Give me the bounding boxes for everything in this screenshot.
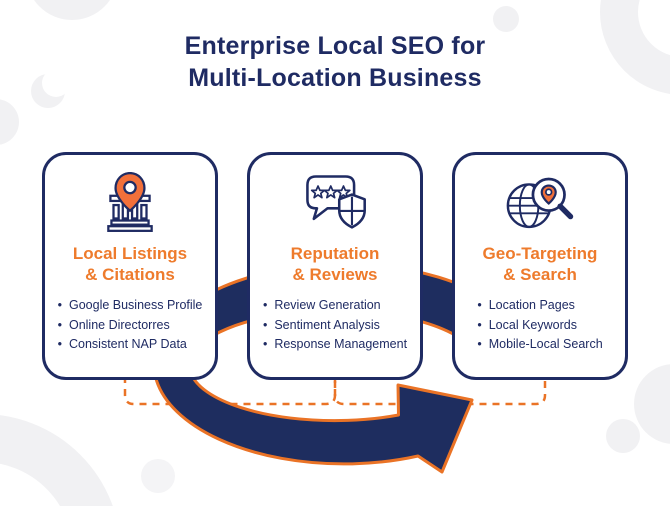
list-item: •Sentiment Analysis <box>262 317 380 332</box>
cards-row: Local Listings & Citations •Google Busin… <box>0 152 670 380</box>
decor-circle-left-edge <box>0 99 19 145</box>
dashed-connector-card1-card2 <box>123 376 337 406</box>
decor-circle-top-left <box>34 0 110 20</box>
card-heading: Geo-Targeting & Search <box>482 244 598 284</box>
bullet-list: •Location Pages •Local Keywords •Mobile-… <box>477 296 602 355</box>
magnifier-handle <box>557 203 574 219</box>
list-item: •Google Business Profile <box>57 298 203 312</box>
decor-dot-top <box>493 6 519 32</box>
list-item: •Location Pages <box>477 298 575 312</box>
list-item: •Online Directorres <box>57 317 170 332</box>
card-heading: Reputation & Reviews <box>290 244 380 284</box>
page-title-line1: Enterprise Local SEO for <box>184 32 486 60</box>
review-chat-stars-shield-icon <box>300 168 370 238</box>
card-geo-targeting: Geo-Targeting & Search •Location Pages •… <box>452 152 628 380</box>
globe-magnifier-pin-icon <box>504 168 576 238</box>
page-title-line2: Multi-Location Business <box>188 64 482 92</box>
rating-stars <box>310 185 351 199</box>
list-item: •Consistent NAP Data <box>57 337 187 351</box>
card-heading: Local Listings & Citations <box>72 244 188 284</box>
building-location-pin-icon <box>97 168 163 238</box>
card-local-listings: Local Listings & Citations •Google Busin… <box>42 152 218 380</box>
card-reputation-reviews: Reputation & Reviews •Review Generation … <box>247 152 423 380</box>
decor-circle-bottom-right <box>634 364 670 444</box>
list-item: •Local Keywords <box>477 317 577 332</box>
page-title: Enterprise Local SEO for Multi-Location … <box>0 30 670 94</box>
list-item: •Response Management <box>262 337 408 351</box>
list-item: •Review Generation <box>262 298 381 312</box>
bullet-list: •Google Business Profile •Online Directo… <box>58 296 203 355</box>
bullet-list: •Review Generation •Sentiment Analysis •… <box>263 296 407 355</box>
decor-ring-top-right <box>600 0 670 94</box>
dashed-connector-card2-card3 <box>333 376 547 406</box>
decor-dot-bottom-center <box>141 459 175 493</box>
list-item: •Mobile-Local Search <box>477 337 603 351</box>
decor-dot-bottom-right <box>606 419 640 453</box>
